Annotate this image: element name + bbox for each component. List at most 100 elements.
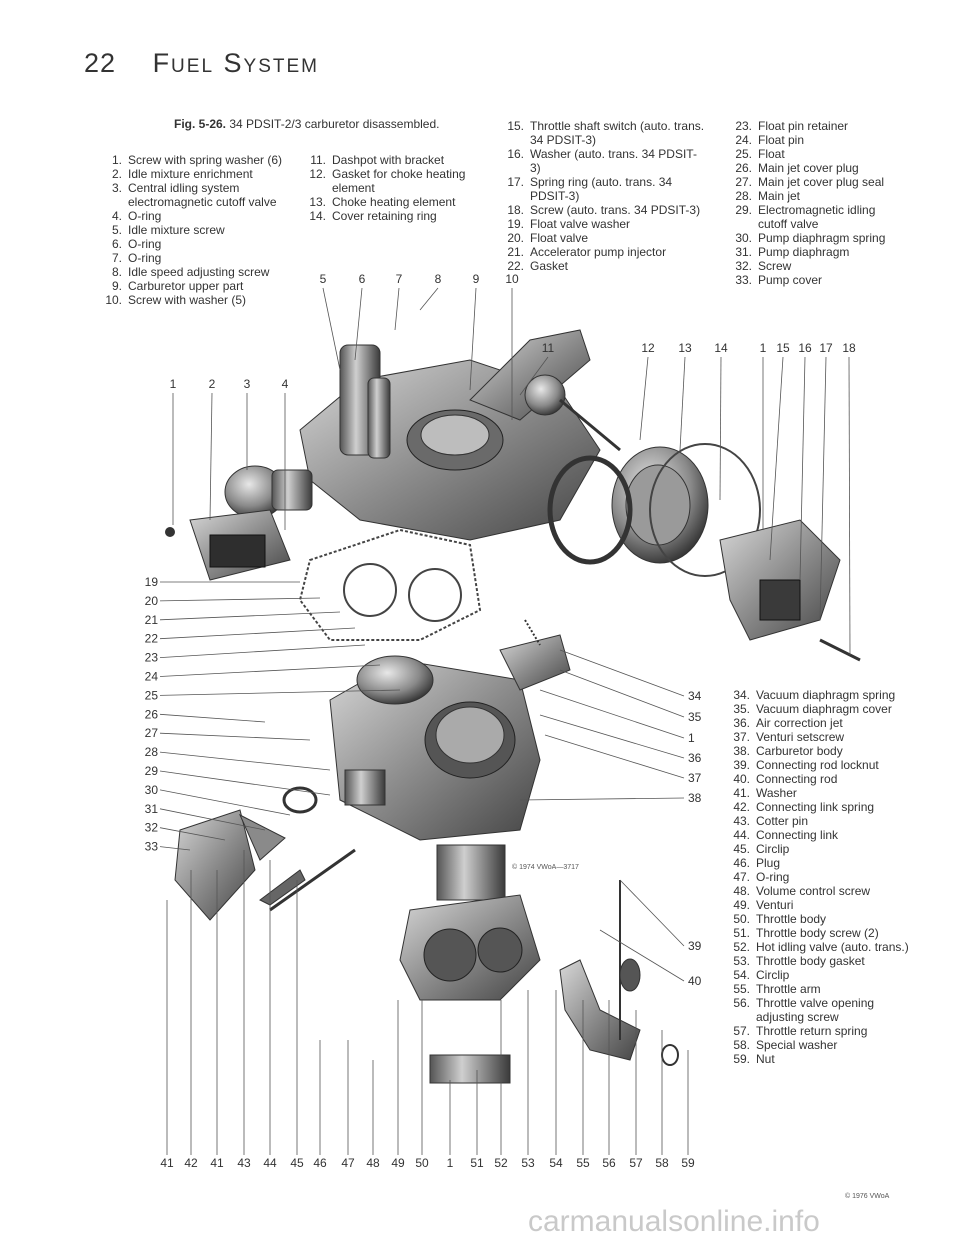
legend-item: 19.Float valve washer — [500, 217, 705, 231]
legend-item-number: 29. — [735, 203, 752, 217]
legend-item: 13.Choke heating element — [302, 195, 484, 209]
callout-label: 3 — [244, 377, 251, 391]
callout-label: 9 — [473, 272, 480, 286]
legend-item: 48.Volume control screw — [726, 884, 911, 898]
callout-label: 52 — [494, 1156, 508, 1170]
legend-item-text: Float — [758, 147, 785, 161]
legend-item: 47.O-ring — [726, 870, 911, 884]
legend-item-number: 27. — [735, 175, 752, 189]
diagram-copyright: © 1974 VWoA—3717 — [512, 864, 579, 871]
legend-item-text: Special washer — [756, 1038, 838, 1052]
legend-item-number: 8. — [111, 265, 122, 279]
legend-item-number: 59. — [733, 1052, 750, 1066]
callout-leader-line — [519, 356, 549, 396]
dashpot-and-choke — [524, 374, 761, 577]
legend-item: 7.O-ring — [98, 251, 288, 265]
callout-leader-line — [159, 732, 311, 741]
callout-label: 1 — [688, 731, 695, 745]
legend-item-number: 10. — [105, 293, 122, 307]
callout-label: 43 — [237, 1156, 251, 1170]
callout-label: 2 — [209, 377, 216, 391]
legend-item-number: 26. — [735, 161, 752, 175]
legend-item-text: Carburetor upper part — [128, 279, 244, 293]
legend-item-number: 55. — [733, 982, 750, 996]
carburetor-body — [329, 655, 541, 841]
cutoff-valve-assembly — [165, 465, 313, 581]
throttle-switch-bracket — [719, 519, 861, 662]
legend-item: 23.Float pin retainer — [728, 119, 903, 133]
watermark: carmanualsonline.info — [528, 1205, 820, 1238]
legend-item-text: Pump diaphragm — [758, 245, 850, 259]
legend-item-text: Air correction jet — [756, 716, 843, 730]
legend-item: 59.Nut — [726, 1052, 911, 1066]
legend-item: 34.Vacuum diaphragm spring — [726, 688, 911, 702]
legend-item: 56.Throttle valve opening adjusting scre… — [726, 996, 911, 1024]
figure-label: Fig. 5-26. — [174, 117, 227, 131]
legend-item-number: 36. — [733, 716, 750, 730]
callout-label: 36 — [688, 751, 702, 765]
legend-item: 27.Main jet cover plug seal — [728, 175, 903, 189]
callout-label: 15 — [776, 341, 790, 355]
callout-label: 54 — [549, 1156, 563, 1170]
legend-item-text: Pump cover — [758, 273, 823, 287]
callout-label: 11 — [542, 341, 555, 355]
callout-label: 57 — [629, 1156, 643, 1170]
vacuum-diaphragm-cover — [499, 619, 571, 691]
legend-item-text: Carburetor body — [756, 744, 843, 758]
callout-leader-line — [599, 929, 685, 982]
legend-item: 8.Idle speed adjusting screw — [98, 265, 288, 279]
callout-label: 10 — [505, 272, 519, 286]
legend-item-number: 25. — [735, 147, 752, 161]
legend-item-number: 22. — [507, 259, 524, 273]
legend-item-text: Screw — [758, 259, 792, 273]
callout-label: 5 — [320, 272, 327, 286]
legend-item-text: Washer (auto. trans. 34 PDSIT-3) — [530, 147, 697, 175]
legend-item-text: Float valve washer — [530, 217, 631, 231]
legend-item-text: Choke heating element — [332, 195, 456, 209]
legend-item-number: 17. — [507, 175, 524, 189]
legend-item-number: 58. — [733, 1038, 750, 1052]
legend-item: 20.Float valve — [500, 231, 705, 245]
legend-item-number: 2. — [111, 167, 122, 181]
legend-item-number: 24. — [735, 133, 752, 147]
callout-label: 17 — [819, 341, 833, 355]
legend-item: 29.Electromagnetic idling cutoff valve — [728, 203, 903, 231]
page-copyright: © 1976 VWoA — [845, 1193, 890, 1200]
legend-item: 40.Connecting rod — [726, 772, 911, 786]
callout-label: 1 — [170, 377, 177, 391]
callout-label: 25 — [145, 688, 159, 702]
page-header: 22 Fuel System — [84, 48, 319, 79]
legend-item: 25. Float — [728, 147, 903, 161]
legend-item: 44.Connecting link — [726, 828, 911, 842]
legend-item-number: 30. — [735, 231, 752, 245]
legend-item-text: Dashpot with bracket — [332, 153, 445, 167]
legend-item: 52.Hot idling valve (auto. trans.) — [726, 940, 911, 954]
legend-item-text: Connecting link — [756, 828, 839, 842]
callout-label: 50 — [415, 1156, 429, 1170]
callout-leader-line — [159, 808, 266, 831]
upper-gasket — [298, 528, 482, 641]
legend-item: 6.O-ring — [98, 237, 288, 251]
callout-leader-line — [159, 597, 321, 602]
legend-item: 36. Air correction jet — [726, 716, 911, 730]
callout-leader-line — [799, 356, 806, 581]
legend-item-text: Idle mixture screw — [128, 223, 225, 237]
accelerator-pump — [174, 786, 318, 921]
callout-leader-line — [159, 689, 401, 696]
legend-item-text: Screw with washer (5) — [128, 293, 247, 307]
legend-item-text: Main jet cover plug — [758, 161, 859, 175]
legend-item-text: Cover retaining ring — [332, 209, 437, 223]
legend-item-text: Plug — [756, 856, 781, 870]
legend-item: 12.Gasket for choke heating element — [302, 167, 484, 195]
legend-item-number: 57. — [733, 1024, 750, 1038]
legend-item-number: 9. — [111, 279, 122, 293]
legend-item-number: 47. — [733, 870, 750, 884]
callout-label: 47 — [341, 1156, 355, 1170]
callout-leader-line — [159, 827, 226, 841]
legend-item-text: Idle mixture enrichment — [128, 167, 253, 181]
callout-leader-line — [559, 649, 685, 697]
legend-item: 21.Accelerator pump injector — [500, 245, 705, 259]
legend-item: 37.Venturi setscrew — [726, 730, 911, 744]
